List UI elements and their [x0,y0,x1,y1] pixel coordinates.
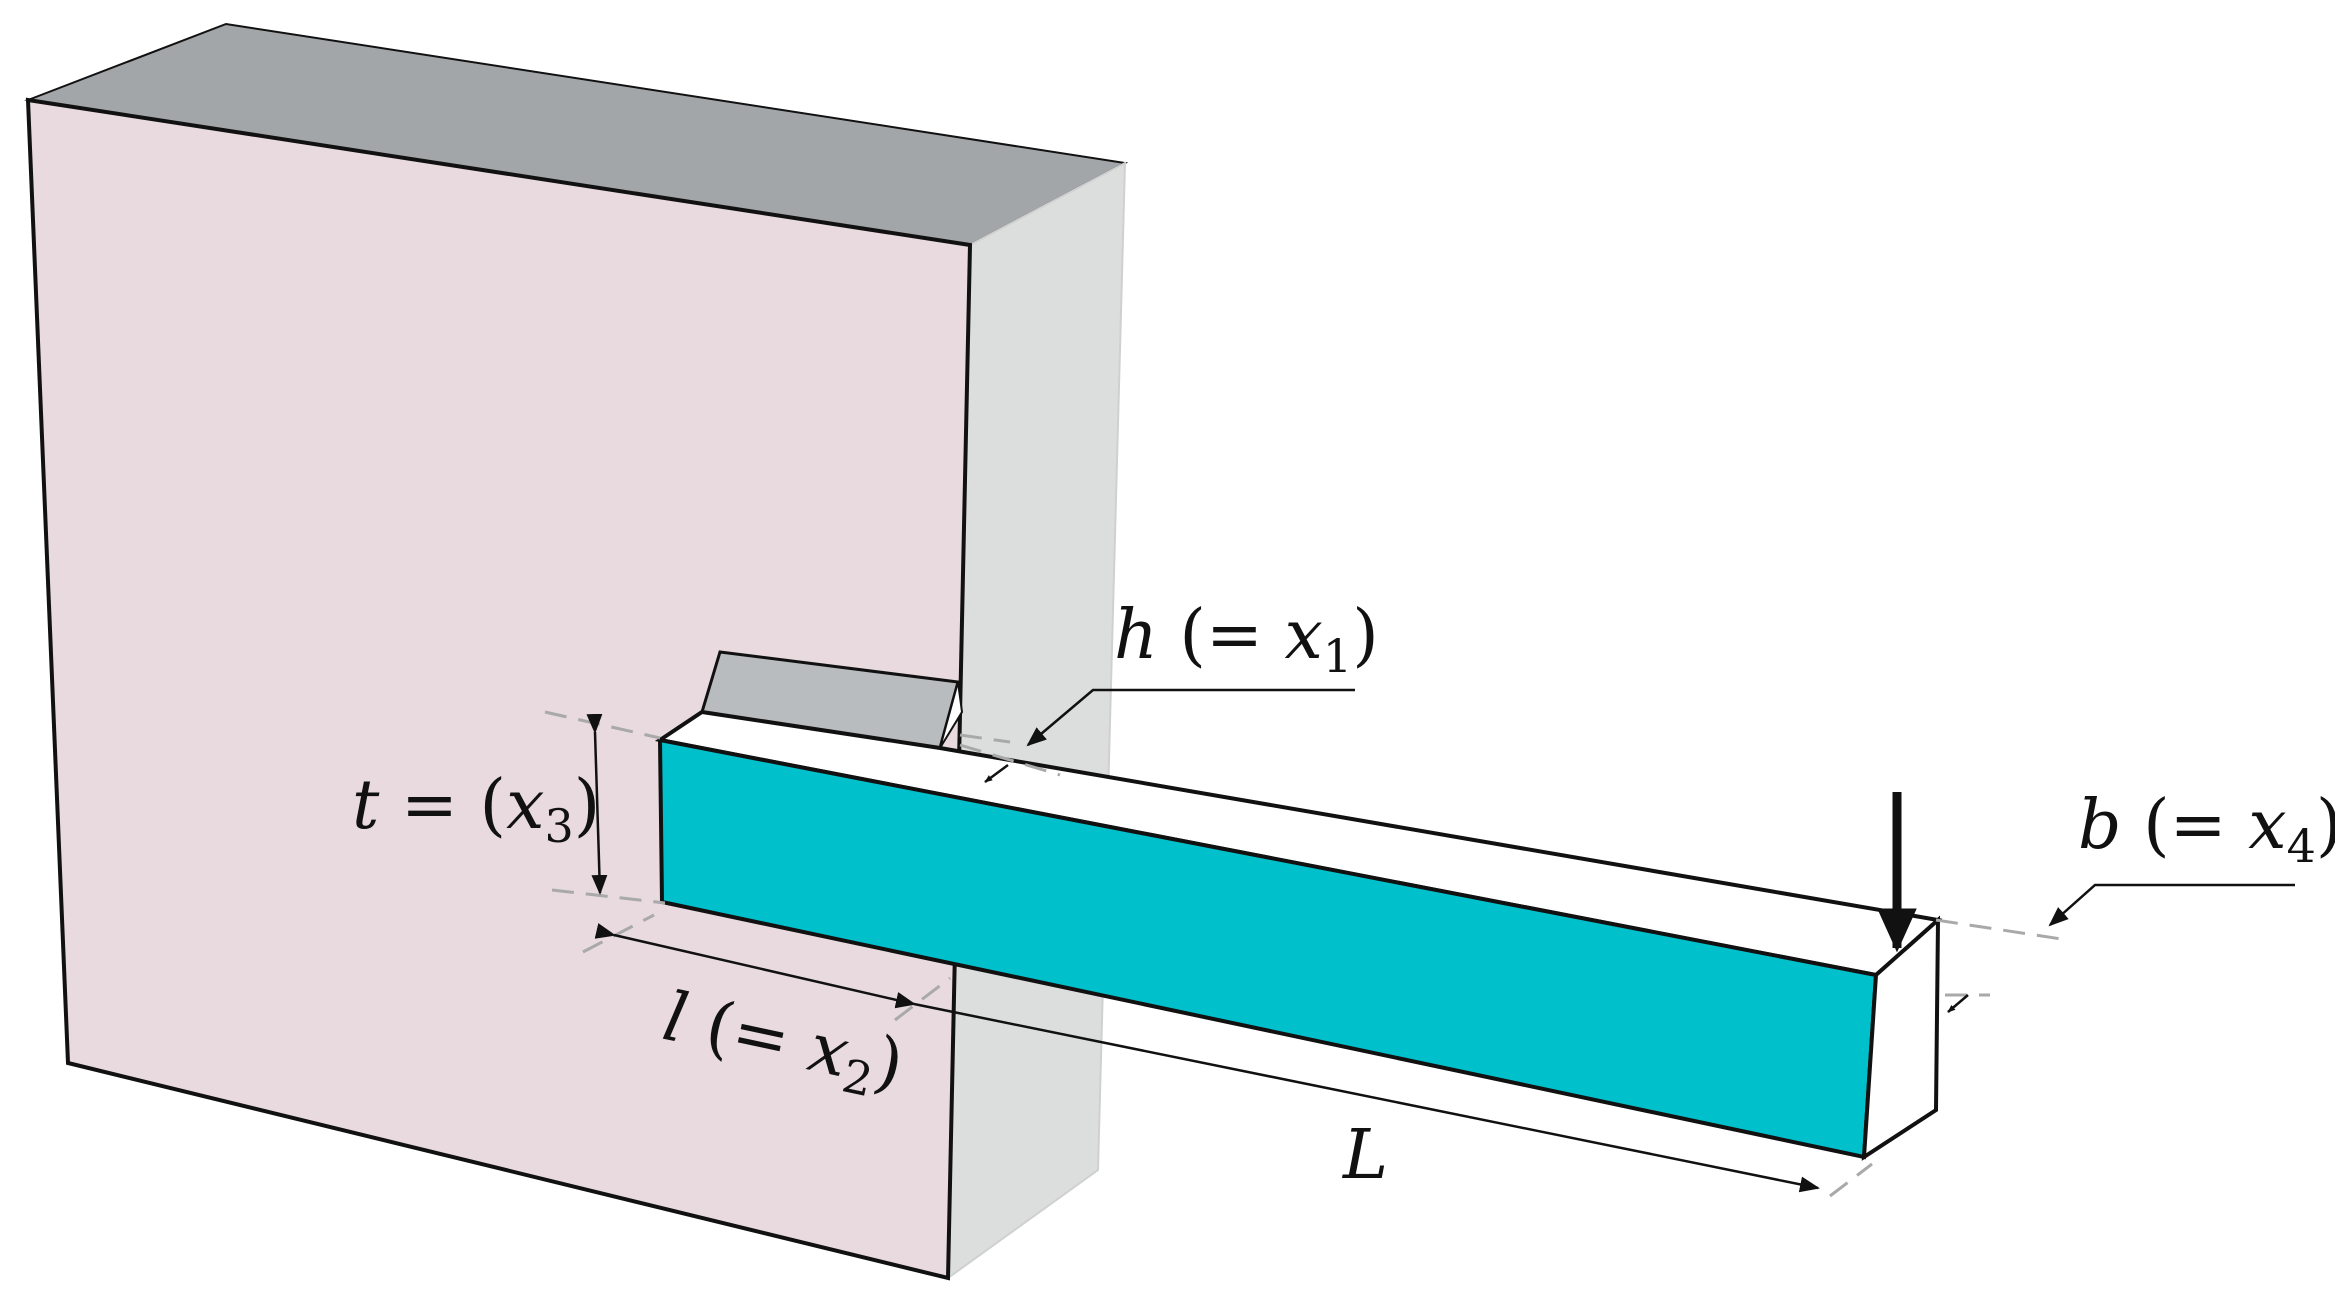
dim-l-arrow [594,923,916,1008]
dimension-arrows [586,688,2295,1193]
b-leader-line [2048,883,2295,927]
dim-L-arrow [894,992,1820,1193]
label-L: L [1341,1116,1388,1195]
label-b: b (= x4) [2078,786,2335,873]
weld-side [939,681,964,749]
label-h: h (= x1) [1114,596,1379,683]
beam-end-face [1861,915,1941,1161]
h-small-arrow [984,763,1009,784]
dim-t-arrow [586,713,608,895]
label-t: t = (x3) [352,766,600,853]
b-small-arrow [1947,994,1969,1013]
wall-side-face [946,161,1127,1280]
wall [24,22,1129,1281]
h-leader-line [1026,688,1355,747]
